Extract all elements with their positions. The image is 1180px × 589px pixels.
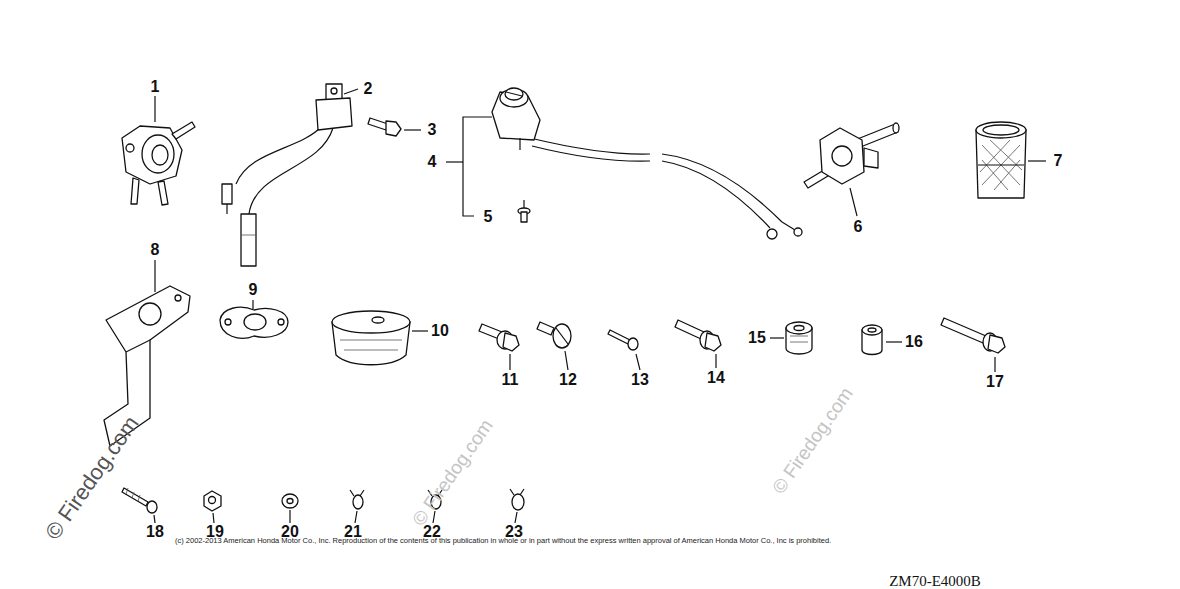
strainer [976, 122, 1026, 198]
flange-bolt [479, 324, 519, 351]
callout-number: 17 [986, 374, 1004, 390]
rubber-cap [332, 311, 410, 365]
watermark: © Firedog.com [768, 383, 855, 496]
callout-number: 13 [631, 372, 649, 388]
callout-number: 2 [364, 81, 373, 97]
screw [518, 200, 530, 222]
watermark: © Firedog.com [408, 415, 495, 528]
switch-cable [492, 88, 802, 239]
callout-number: 18 [146, 524, 164, 540]
flange-bolt [941, 318, 1005, 353]
fuel-valve [804, 123, 899, 188]
callout-number: 15 [748, 330, 766, 346]
callout-number: 1 [151, 79, 160, 95]
callout-number: 8 [151, 242, 160, 258]
callout-number: 9 [249, 282, 258, 298]
callout-number: 3 [428, 122, 437, 138]
tube-clip [510, 489, 524, 510]
callout-number: 12 [559, 372, 577, 388]
fuel-pump [122, 122, 195, 205]
gasket [220, 307, 288, 338]
copyright-note: (c) 2002-2013 American Honda Motor Co., … [175, 537, 831, 545]
ignition-unit [222, 84, 352, 266]
bolt [368, 118, 401, 136]
callout-number: 7 [1054, 153, 1063, 169]
tapping-screw [122, 488, 157, 513]
collar [862, 325, 882, 355]
nut [204, 491, 221, 511]
flange-bolt [675, 320, 721, 351]
callout-number: 10 [431, 323, 449, 339]
grommet [786, 322, 812, 354]
watermark: © Firedog.com [42, 412, 143, 543]
washer [282, 494, 298, 508]
callout-number: 14 [707, 370, 725, 386]
tube-clip [350, 490, 364, 509]
slotted-screw [537, 322, 571, 348]
callout-number: 4 [428, 154, 437, 170]
callout-number: 16 [905, 334, 923, 350]
callout-number: 11 [502, 372, 519, 388]
drawing-code: ZM70-E4000B [889, 574, 981, 589]
screw [608, 330, 638, 350]
callout-number: 5 [484, 209, 493, 225]
callout-number: 6 [854, 219, 863, 235]
